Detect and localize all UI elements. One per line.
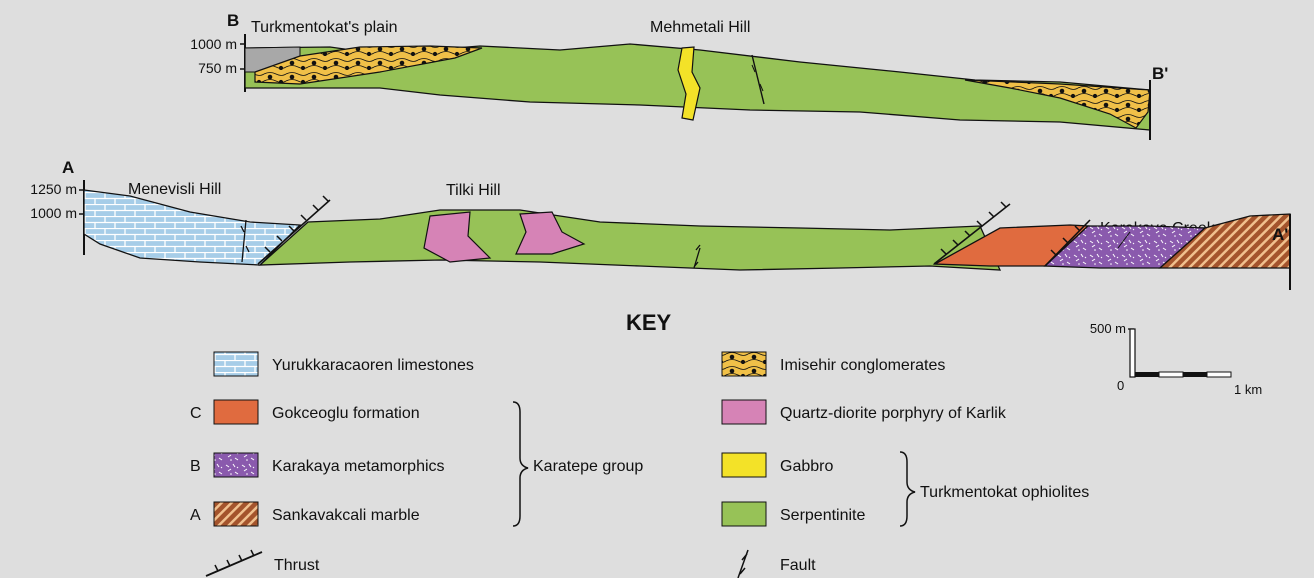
- limestone-unit: [84, 190, 300, 265]
- section-a: A Menevisli Hill Tilki Hill Karakaya Cre…: [30, 158, 1290, 290]
- swatch-serpentinite: [722, 502, 766, 526]
- legend-metamorphic-label: Karakaya metamorphics: [272, 458, 445, 475]
- place-turkmentokat-plain: Turkmentokat's plain: [251, 19, 398, 36]
- legend-code-c: C: [190, 405, 202, 422]
- karatepe-brace: [513, 402, 528, 526]
- legend-limestone-label: Yurukkaracaoren limestones: [272, 357, 474, 374]
- place-mehmetali-hill: Mehmetali Hill: [650, 19, 750, 36]
- legend-code-a: A: [190, 507, 201, 524]
- swatch-gabbro: [722, 453, 766, 477]
- place-menevisli-hill: Menevisli Hill: [128, 181, 221, 198]
- legend-diorite-label: Quartz-diorite porphyry of Karlik: [780, 405, 1007, 422]
- legend-marble-label: Sankavakcali marble: [272, 507, 420, 524]
- elevation-1000m-a: 1000 m: [30, 205, 77, 221]
- legend-thrust-label: Thrust: [274, 557, 320, 574]
- legend-gokceoglu-label: Gokceoglu formation: [272, 405, 420, 422]
- scale-segment-1: [1135, 372, 1159, 377]
- section-a-start-label: A: [62, 158, 74, 177]
- legend-gabbro-label: Gabbro: [780, 458, 833, 475]
- swatch-marble: [214, 502, 258, 526]
- legend-title: KEY: [626, 310, 672, 335]
- section-b-end-label: B': [1152, 64, 1168, 83]
- swatch-gokceoglu: [214, 400, 258, 424]
- legend-conglomerate-label: Imisehir conglomerates: [780, 357, 945, 374]
- scale-segment-2: [1159, 372, 1183, 377]
- scale-vertical-bar: [1130, 329, 1135, 377]
- elevation-1000m-b: 1000 m: [190, 36, 237, 52]
- legend-turkmentokat-ophiolites: Turkmentokat ophiolites: [920, 484, 1089, 501]
- scale-segment-3: [1183, 372, 1207, 377]
- elevation-1250m-a: 1250 m: [30, 181, 77, 197]
- scale-origin-label: 0: [1117, 378, 1124, 393]
- ophiolites-brace: [900, 452, 915, 526]
- elevation-750m-b: 750 m: [198, 60, 237, 76]
- legend-serpentinite-label: Serpentinite: [780, 507, 865, 524]
- serpentinite-unit-a: [260, 210, 1000, 270]
- scale-horizontal-label: 1 km: [1234, 382, 1262, 397]
- legend-code-b: B: [190, 458, 201, 475]
- legend-fault-label: Fault: [780, 557, 816, 574]
- section-a-end-label: A': [1272, 225, 1288, 244]
- legend: KEY Yurukkaracaoren limestones C Gokceog…: [190, 310, 1089, 578]
- thrust-symbol-teeth: [215, 550, 254, 571]
- legend-karatepe-group: Karatepe group: [533, 458, 643, 475]
- scale-segment-4: [1207, 372, 1231, 377]
- fault-symbol: [738, 550, 748, 578]
- scale-bar: 500 m 0 1 km: [1090, 321, 1262, 397]
- swatch-limestone: [214, 352, 258, 376]
- swatch-diorite: [722, 400, 766, 424]
- scale-vertical-label: 500 m: [1090, 321, 1126, 336]
- swatch-metamorphic: [214, 453, 258, 477]
- section-b: B Turkmentokat's plain Mehmetali Hill 10…: [190, 11, 1168, 140]
- place-tilki-hill: Tilki Hill: [446, 182, 501, 199]
- section-b-start-label: B: [227, 11, 239, 30]
- swatch-conglomerate: [722, 352, 766, 376]
